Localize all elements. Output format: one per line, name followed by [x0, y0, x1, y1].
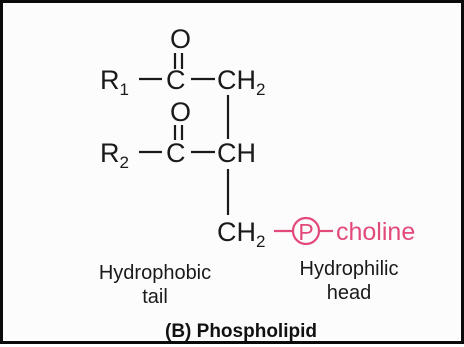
r2-group: R2: [100, 138, 129, 172]
phosphate-symbol: P: [298, 219, 313, 245]
phospholipid-structure: O R1 C CH2 O R2 C CH CH2 P choline Hydro…: [99, 24, 415, 342]
ch2-top: CH2: [217, 65, 265, 99]
head-label: head: [327, 282, 372, 304]
carbonyl-carbon-2: C: [166, 138, 186, 168]
carbonyl-carbon-1: C: [166, 65, 186, 95]
phosphate-circle: [291, 216, 321, 246]
hydrophobic-label: Hydrophobic: [99, 262, 211, 284]
hydrophilic-label: Hydrophilic: [300, 258, 399, 280]
figure-caption: (B) Phospholipid: [165, 321, 317, 342]
tail-label: tail: [142, 286, 168, 308]
carbonyl-oxygen-1: O: [170, 24, 191, 54]
choline-group: choline: [336, 218, 415, 246]
carbonyl-oxygen-2: O: [170, 97, 191, 127]
r1-group: R1: [100, 65, 129, 99]
ch2-bottom: CH2: [217, 217, 265, 251]
ch-middle: CH: [217, 138, 256, 168]
